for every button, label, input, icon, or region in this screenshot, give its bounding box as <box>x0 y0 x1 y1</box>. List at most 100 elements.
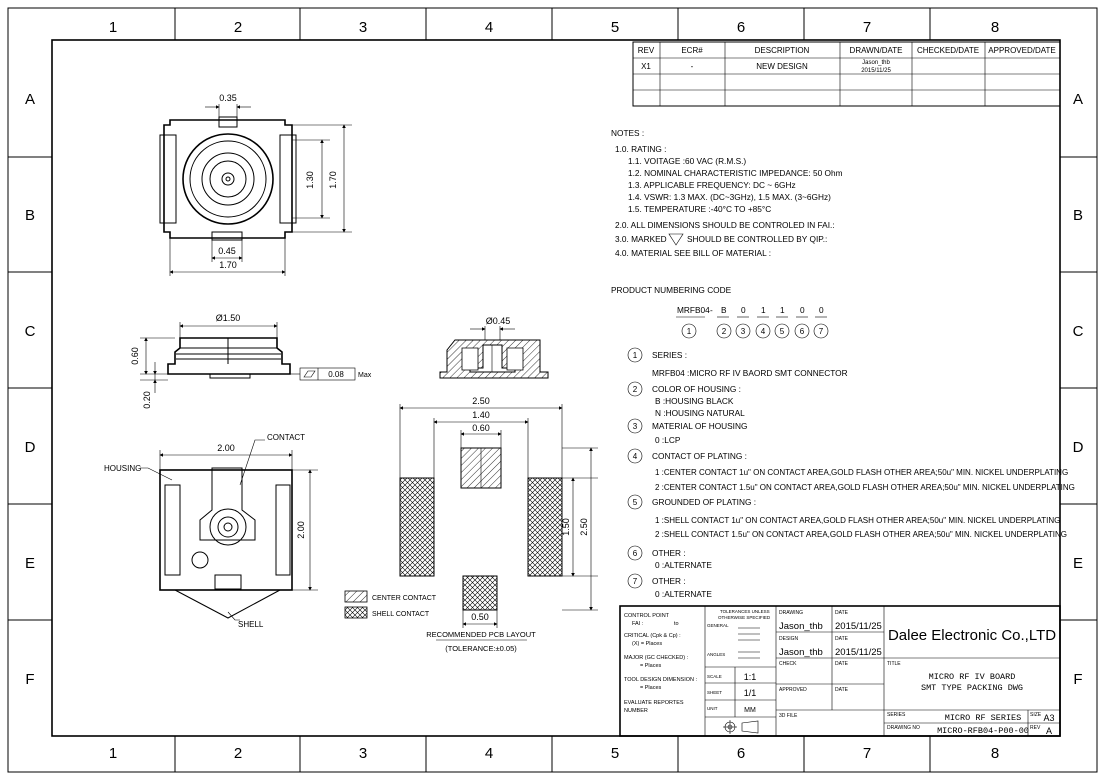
item-title: OTHER : <box>652 576 686 586</box>
item-number: 6 <box>633 549 638 558</box>
note-line: 1.1. VOITAGE :60 VAC (R.M.S.) <box>628 156 746 166</box>
rev-label: REV <box>1030 725 1041 731</box>
center-contact-legend: CENTER CONTACT <box>372 595 437 602</box>
ecr-header: ECR# <box>681 46 703 55</box>
column-label: 1 <box>109 19 117 36</box>
dimension-label: 0.60 <box>472 423 490 433</box>
row-label: D <box>25 439 36 456</box>
code-marker: 5 <box>780 327 785 336</box>
row-label: A <box>25 91 35 108</box>
note-line: 1.0. RATING : <box>615 144 666 154</box>
dimension-label: Ø1.50 <box>216 313 241 323</box>
drawn-date-header: DRAWN/DATE <box>850 46 903 55</box>
column-label: 7 <box>863 19 871 36</box>
product-code-heading: PRODUCT NUMBERING CODE <box>611 285 732 295</box>
unit-label: UNIT <box>707 706 718 711</box>
column-label: 4 <box>485 745 493 762</box>
item-line: 0 :ALTERNATE <box>655 589 712 599</box>
pcb-layout-drawing: 2.50 1.40 0.60 1.50 2.50 0.50 RECOMMENDE… <box>399 396 598 653</box>
item-title: MATERIAL OF HOUSING <box>652 421 747 431</box>
note-line: SHOULD BE CONTROLLED BY QIP.: <box>687 234 827 244</box>
dimension-label: 0.08 <box>328 370 344 379</box>
row-label: B <box>25 207 35 224</box>
code-marker: 6 <box>800 327 805 336</box>
drawn-date-value: 2015/11/25 <box>861 68 891 74</box>
dimension-label: 2.00 <box>296 521 306 539</box>
series-value: MICRO RF SERIES <box>945 713 1022 723</box>
dimension-label: 1.30 <box>305 171 315 189</box>
check-label: CHECK <box>779 661 797 667</box>
code-marker: 2 <box>722 327 727 336</box>
revision-table: REV ECR# DESCRIPTION DRAWN/DATE CHECKED/… <box>632 41 1061 107</box>
date-label: DATE <box>835 661 849 667</box>
column-label: 2 <box>234 19 242 36</box>
tool-design-label: TOOL DESIGN DIMENSION : <box>624 677 698 683</box>
item-line: B :HOUSING BLACK <box>655 396 734 406</box>
note-line: 1.4. VSWR: 1.3 MAX. (DC~3GHz), 1.5 MAX. … <box>628 192 831 202</box>
dimension-label: 2.50 <box>579 518 589 536</box>
critical-label: CRITICAL (Cpk & Cp) : <box>624 633 681 639</box>
series-label: SERIES <box>887 712 906 718</box>
approved-date-header: APPROVED/DATE <box>988 46 1055 55</box>
shell-contact-legend: SHELL CONTACT <box>372 611 430 618</box>
note-line: 1.5. TEMPERATURE :-40°C TO +85°C <box>628 204 771 214</box>
item-line: 1 :SHELL CONTACT 1u" ON CONTACT AREA,GOL… <box>655 516 1060 525</box>
item-line: N :HOUSING NATURAL <box>655 408 745 418</box>
rev-value: A <box>1046 726 1052 736</box>
critical-places-label: (X) = Places <box>632 641 662 647</box>
product-code-field: 1 <box>780 305 785 315</box>
column-label: 5 <box>611 19 619 36</box>
product-code-field: 0 <box>819 305 824 315</box>
dimension-label: 1.50 <box>561 518 571 536</box>
row-label: C <box>1073 323 1084 340</box>
column-label: 5 <box>611 745 619 762</box>
dimension-label: 0.45 <box>218 246 236 256</box>
row-label: F <box>25 671 34 688</box>
dimension-label: 1.70 <box>328 171 338 189</box>
pcb-layout-tolerance: (TOLERANCE:±0.05) <box>445 644 517 653</box>
dimension-label: Ø0.45 <box>486 316 511 326</box>
dimension-label: 0.60 <box>130 347 140 365</box>
dimension-label: 2.50 <box>472 396 490 406</box>
dimension-label: 1.40 <box>472 410 490 420</box>
column-label: 8 <box>991 745 999 762</box>
control-point-label: CONTROL POINT <box>624 613 670 619</box>
row-label: F <box>1073 671 1082 688</box>
designer-name: Jason_thb <box>779 647 823 658</box>
item-title: OTHER : <box>652 548 686 558</box>
draw-date: 2015/11/25 <box>835 621 882 632</box>
general-label: GENERAL <box>707 623 729 628</box>
note-line: 4.0. MATERIAL SEE BILL OF MATERIAL : <box>615 248 771 258</box>
row-label: E <box>1073 555 1083 572</box>
drawn-name-value: Jason_thb <box>862 60 890 66</box>
sheet-value: 1/1 <box>744 688 757 698</box>
notes-section: NOTES : 1.0. RATING : 1.1. VOITAGE :60 V… <box>611 128 843 258</box>
row-label: C <box>25 323 36 340</box>
title-block: CONTROL POINT FAI : to CRITICAL (Cpk & C… <box>619 605 1061 737</box>
code-marker: 7 <box>819 327 824 336</box>
code-marker: 4 <box>761 327 766 336</box>
rev-header: REV <box>638 46 655 55</box>
item-number: 2 <box>633 385 638 394</box>
item-title: COLOR OF HOUSING : <box>652 384 741 394</box>
fai-to-label: to <box>674 621 679 627</box>
design-date: 2015/11/25 <box>835 647 882 658</box>
otherwise-label: OTHERWISE SPECIFIED <box>718 615 771 620</box>
side-view-drawing: Ø1.50 0.60 0.20 0.08 Max <box>130 313 372 409</box>
drawing-no-value: MICRO-RFB04-P00-00 <box>937 726 1029 736</box>
column-label: 6 <box>737 745 745 762</box>
note-line: 1.2. NOMINAL CHARACTERISTIC IMPEDANCE: 5… <box>628 168 843 178</box>
product-code-field: 1 <box>761 305 766 315</box>
column-label: 3 <box>359 19 367 36</box>
dimension-label: 0.20 <box>142 391 152 409</box>
row-label: B <box>1073 207 1083 224</box>
item-line: 2 :SHELL CONTACT 1.5u" ON CONTACT AREA,G… <box>655 530 1067 539</box>
item-number: 7 <box>633 577 638 586</box>
unit-value: MM <box>744 707 756 714</box>
item-number: 1 <box>633 351 638 360</box>
shell-callout: SHELL <box>238 620 264 629</box>
section-view-drawing: Ø0.45 <box>439 316 549 379</box>
drawing-title-line-2: SMT TYPE PACKING DWG <box>921 683 1023 693</box>
sheet-label: SHEET <box>707 690 722 695</box>
ecr-value: - <box>691 62 694 71</box>
